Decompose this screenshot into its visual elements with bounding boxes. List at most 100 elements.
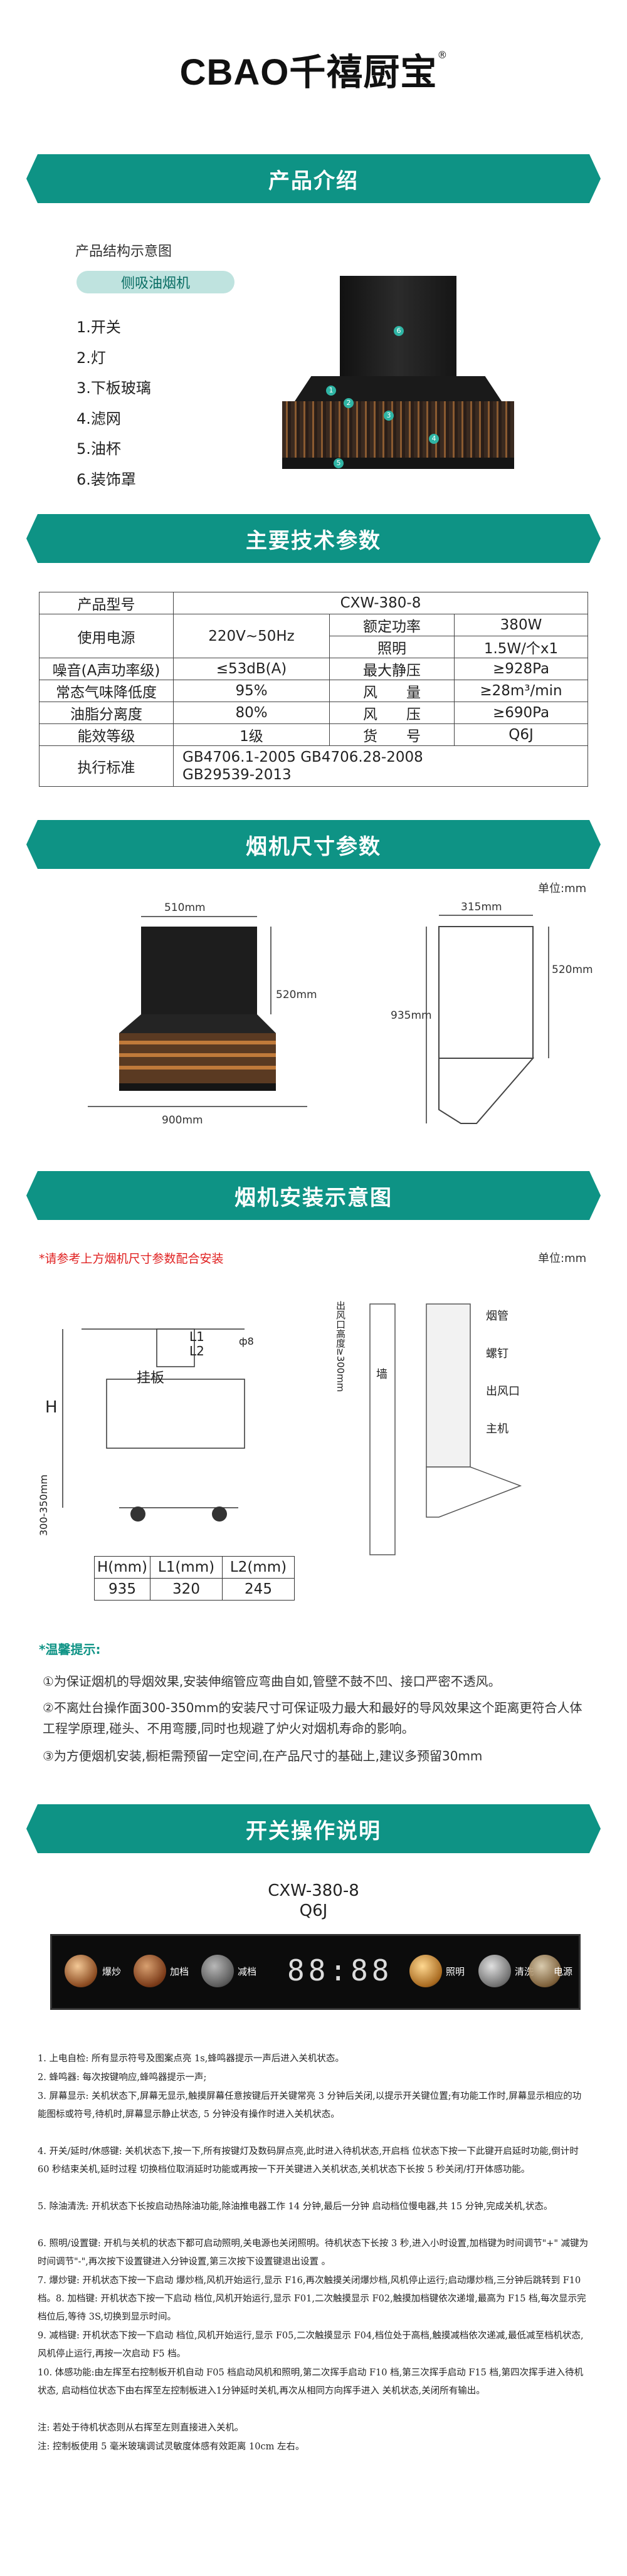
- table-cell: 320: [150, 1578, 223, 1601]
- operation-model-line: CXW-380-8: [268, 1881, 359, 1900]
- spec-standard: GB4706.1-2005 GB4706.28-2008 GB29539-201…: [173, 745, 588, 787]
- range-hood-image: 6 1 2 3 4 5: [282, 276, 545, 489]
- side-chimney: [438, 926, 534, 1059]
- standard-line: GB29539-2013: [182, 767, 292, 783]
- spec-value: 380W: [454, 614, 588, 636]
- instruction-line: 4. 开关/延时/休感键: 关机状态下,按一下,所有按键灯及数码屏点亮,此时进入…: [38, 2147, 579, 2175]
- wall: [369, 1303, 396, 1555]
- spec-label: 油脂分离度: [39, 702, 174, 724]
- spec-label: 产品型号: [39, 592, 174, 614]
- install-note: *请参考上方烟机尺寸参数配合安装: [39, 1252, 224, 1266]
- spec-label: 常态气味降低度: [39, 680, 174, 702]
- parts-list: 1.开关 2.灯 3.下板玻璃 4.滤网 5.油杯 6.装饰罩: [76, 312, 151, 495]
- spec-label: 额定功率: [329, 614, 455, 636]
- control-panel: 爆炒 加档 减档 88:88 照明 清洗 电源: [50, 1934, 581, 2010]
- operation-model: CXW-380-8 Q6J: [238, 1881, 389, 1921]
- hood-front: [106, 1379, 245, 1449]
- spec-label: 风 量: [329, 680, 455, 702]
- instruction-line: 5. 除油清洗: 开机状态下长按启动热除油功能,除油推电器工作 14 分钟,最后…: [38, 2202, 553, 2212]
- spec-table: 产品型号 CXW-380-8 使用电源 220V~50Hz 额定功率 380W …: [39, 592, 588, 787]
- marker-6: 6: [394, 326, 404, 336]
- spec-value: Q6J: [454, 723, 588, 746]
- spec-label: 使用电源: [39, 614, 174, 658]
- registered-mark: ®: [437, 49, 448, 61]
- front-filter-stripe: [119, 1053, 276, 1057]
- part-item: 3.下板玻璃: [76, 379, 151, 397]
- standard-line: GB4706.1-2005 GB4706.28-2008: [182, 749, 423, 765]
- marker-4: 4: [429, 434, 439, 444]
- front-base: [119, 1083, 276, 1091]
- power-icon: [529, 1955, 561, 1987]
- instruction-line: 2. 蜂鸣器: 每次按键响应,蜂鸣器提示一声;: [38, 2073, 207, 2083]
- brand-logo: CBAO千禧厨宝 ®: [169, 44, 458, 94]
- dims-unit: 单位:mm: [538, 882, 587, 895]
- side-host: [426, 1466, 522, 1518]
- panel-label[interactable]: 照明: [446, 1966, 465, 1977]
- spec-value: ≤53dB(A): [173, 658, 330, 680]
- pan-right: [212, 1506, 227, 1522]
- table-row: 执行标准 GB4706.1-2005 GB4706.28-2008 GB2953…: [39, 745, 588, 787]
- tip-item: ②不离灶台操作面300-350mm的安装尺寸可保证吸力最大和最好的导风效果这个距…: [43, 1700, 582, 1736]
- product-tag: 侧吸油烟机: [76, 271, 234, 293]
- instruction-line: 9. 减档键: 开机状态下按一下启动 档位,风机开始运行,显示 F05,二次触摸…: [38, 2331, 584, 2359]
- spec-value: CXW-380-8: [173, 592, 588, 614]
- table-row: H(mm) L1(mm) L2(mm): [94, 1556, 295, 1579]
- spec-value: ≥690Pa: [454, 702, 588, 724]
- instruction-line: 注: 若处于待机状态则从右挥至左则直接进入关机。: [38, 2423, 244, 2433]
- label-l1: L1: [189, 1329, 204, 1344]
- intro-banner-title: 产品介绍: [268, 168, 359, 194]
- instruction-line: 7. 爆炒键: 开机状态下按一下启动 爆炒档,风机开始运行,显示 F16,再次触…: [38, 2276, 586, 2322]
- table-cell: 935: [94, 1578, 150, 1601]
- specs-banner: 主要技术参数: [26, 514, 601, 563]
- tip-item: ③为方便烟机安装,橱柜需预留一定空间,在产品尺寸的基础上,建议多预留30mm: [43, 1748, 483, 1764]
- dim-front-width-bottom: 900mm: [162, 1114, 203, 1127]
- plus-icon: [134, 1955, 166, 1987]
- panel-label[interactable]: 加档: [170, 1966, 189, 1977]
- dim-side-total: 935mm: [391, 1009, 432, 1022]
- panel-label[interactable]: 减档: [238, 1966, 257, 1977]
- part-item: 2.灯: [76, 349, 106, 367]
- table-row: 照明 1.5W/个x1: [40, 636, 588, 658]
- panel-label[interactable]: 电源: [554, 1966, 573, 1977]
- spec-value: ≥28m³/min: [454, 680, 588, 702]
- label-screw: 螺钉: [486, 1347, 508, 1360]
- specs-banner-title: 主要技术参数: [246, 528, 381, 554]
- instruction-line: 3. 屏幕显示: 关机状态下,屏幕无显示,触摸屏幕任意按键后开关键常亮 3 分钟…: [38, 2091, 582, 2120]
- label-host: 主机: [486, 1422, 508, 1436]
- label-l2: L2: [189, 1343, 204, 1359]
- pan-left: [130, 1506, 145, 1522]
- clean-icon: [478, 1955, 511, 1987]
- dim-front-width-top: 510mm: [164, 902, 206, 914]
- front-filter-stripe: [119, 1041, 276, 1044]
- table-row: 935 320 245: [94, 1578, 295, 1601]
- duct: [426, 1303, 471, 1468]
- instruction-line: 10. 体感功能:由左挥至右控制板开机自动 F05 档启动风机和照明,第二次挥手…: [38, 2368, 584, 2396]
- light-icon: [409, 1955, 442, 1987]
- panel-label[interactable]: 爆炒: [102, 1966, 122, 1977]
- instruction-line: 6. 照明/设置键: 开机与关机的状态下都可启动照明,关电源也关闭照明。待机状态…: [38, 2239, 589, 2267]
- front-chimney: [141, 927, 257, 1014]
- spec-label: 执行标准: [39, 745, 174, 787]
- marker-5: 5: [334, 458, 344, 468]
- install-table: H(mm) L1(mm) L2(mm) 935 320 245: [94, 1556, 295, 1601]
- spec-label: 噪音(A声功率级): [39, 658, 174, 680]
- spec-label: 照明: [329, 636, 455, 658]
- part-item: 6.装饰罩: [76, 470, 136, 488]
- label-wall: 墙: [376, 1368, 387, 1381]
- marker-2: 2: [344, 398, 354, 408]
- part-item: 4.滤网: [76, 409, 121, 428]
- intro-banner: 产品介绍: [26, 154, 601, 203]
- dimension-drawing: [88, 915, 549, 1124]
- table-row: 油脂分离度 80% 风 压 ≥690Pa: [39, 702, 588, 724]
- front-filter-stripe: [119, 1066, 276, 1070]
- dims-banner: 烟机尺寸参数: [26, 820, 601, 869]
- table-row: 产品型号 CXW-380-8: [39, 592, 588, 614]
- table-row: 使用电源 220V~50Hz 额定功率 380W: [39, 614, 588, 658]
- install-unit: 单位:mm: [538, 1252, 587, 1265]
- operation-banner-title: 开关操作说明: [246, 1818, 381, 1844]
- install-banner: 烟机安装示意图: [26, 1171, 601, 1220]
- brand-logo-text: CBAO千禧厨宝: [179, 52, 438, 93]
- minus-icon: [201, 1955, 234, 1987]
- instruction-line: 1. 上电自检: 所有显示符号及图案点亮 1s,蜂鸣器提示一声后进入关机状态。: [38, 2054, 344, 2064]
- marker-3: 3: [384, 411, 394, 421]
